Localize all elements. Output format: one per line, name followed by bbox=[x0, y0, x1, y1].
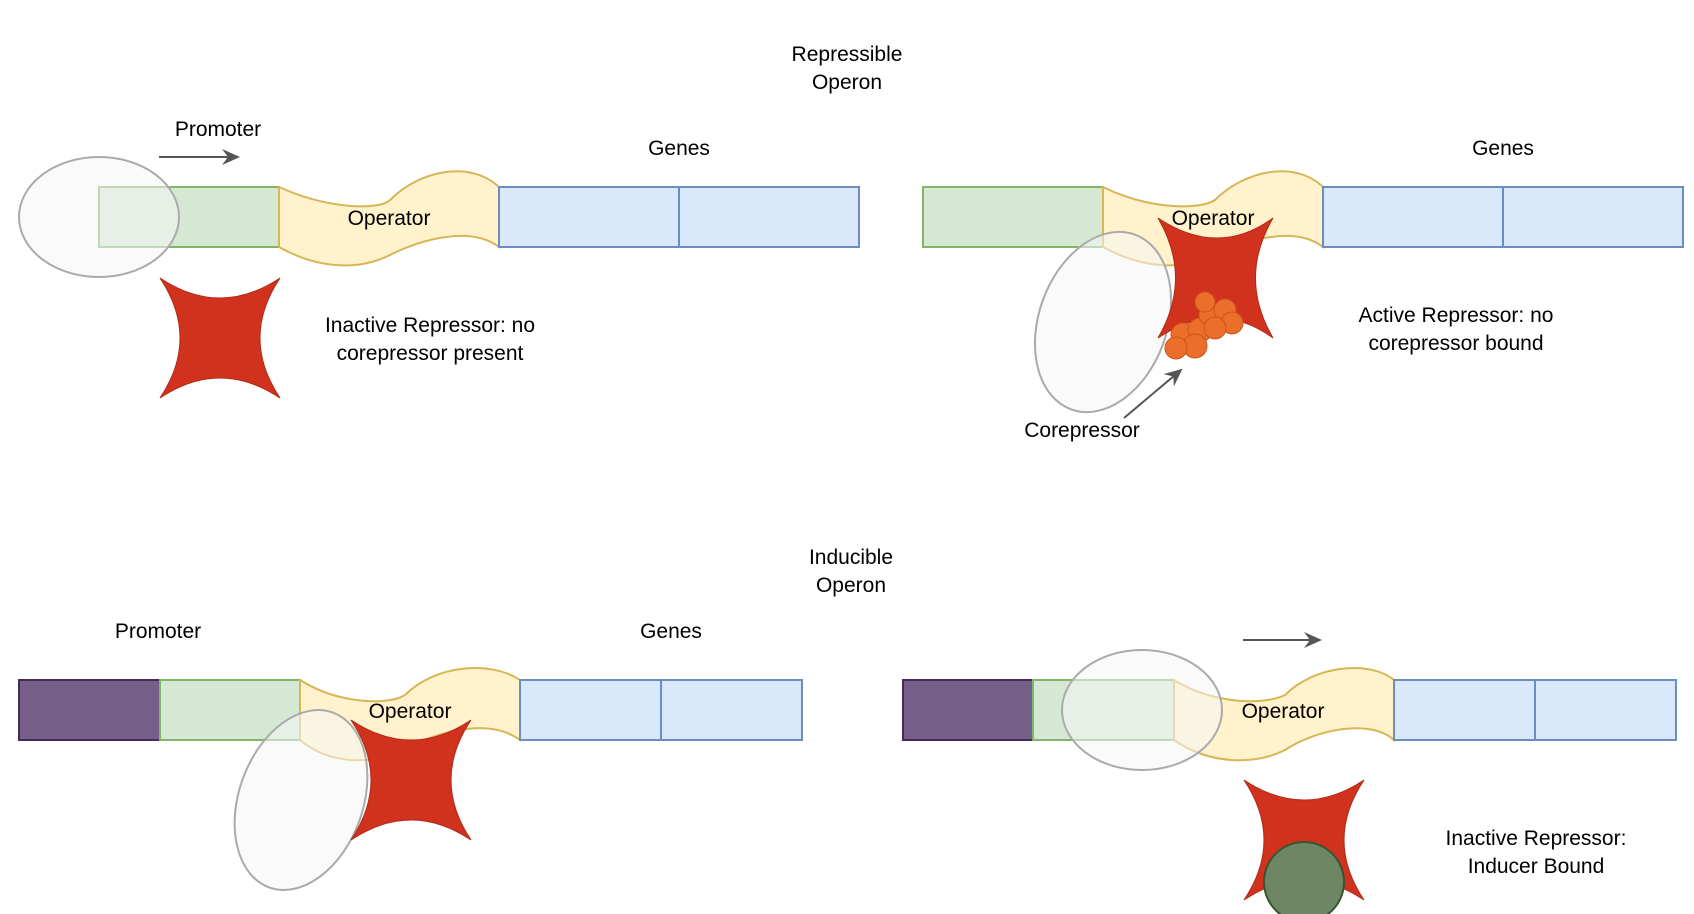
inducible-left-panel: Promoter Genes Operator bbox=[18, 620, 803, 891]
repressor-label-line2: corepressor present bbox=[337, 342, 524, 365]
rna-polymerase bbox=[18, 156, 180, 278]
inducible-title-line2: Operon bbox=[816, 574, 886, 597]
repressor-label-line1: Active Repressor: no bbox=[1359, 304, 1554, 327]
repressor-label-line1: Inactive Repressor: no bbox=[325, 314, 535, 337]
repressor-protein bbox=[159, 277, 281, 399]
rna-polymerase bbox=[233, 709, 369, 891]
corepressor-pointer-arrow-icon bbox=[1123, 368, 1183, 419]
corepressor-molecule bbox=[1164, 291, 1244, 360]
inducer-molecule bbox=[1263, 841, 1345, 914]
repressor-label-line2: Inducer Bound bbox=[1468, 855, 1605, 878]
rna-polymerase bbox=[1033, 230, 1173, 414]
gene-segment bbox=[519, 679, 662, 741]
promoter-segment bbox=[922, 186, 1104, 248]
promoter-label: Promoter bbox=[175, 118, 261, 141]
promoter-label: Promoter bbox=[115, 620, 201, 643]
rna-polymerase bbox=[1061, 649, 1223, 771]
gene-segment bbox=[660, 679, 803, 741]
operator-label: Operator bbox=[348, 207, 431, 230]
repressible-right-panel: Genes Operator Corepressor Active Repres… bbox=[922, 137, 1684, 442]
repressor-protein bbox=[1157, 217, 1274, 339]
regulatory-gene-segment bbox=[18, 679, 161, 741]
operator-label: Operator bbox=[369, 700, 452, 723]
inducible-title-line1: Inducible bbox=[809, 546, 893, 569]
gene-segment bbox=[1322, 186, 1504, 248]
regulatory-gene-segment bbox=[902, 679, 1034, 741]
genes-label: Genes bbox=[640, 620, 702, 643]
operator-label: Operator bbox=[1242, 700, 1325, 723]
inducible-right-panel: Operator Inactive Repressor: Inducer Bou… bbox=[902, 632, 1677, 914]
operator-label: Operator bbox=[1172, 207, 1255, 230]
gene-segment bbox=[1534, 679, 1677, 741]
corepressor-label: Corepressor bbox=[1024, 419, 1140, 442]
repressor-label-line2: corepressor bound bbox=[1368, 332, 1543, 355]
gene-segment bbox=[678, 186, 860, 248]
gene-segment bbox=[498, 186, 680, 248]
repressible-title-line1: Repressible bbox=[792, 43, 903, 66]
genes-label: Genes bbox=[648, 137, 710, 160]
repressor-label-line1: Inactive Repressor: bbox=[1446, 827, 1627, 850]
genes-label: Genes bbox=[1472, 137, 1534, 160]
gene-segment bbox=[1502, 186, 1684, 248]
repressible-left-panel: Promoter Genes Operator Inactive Repress… bbox=[18, 118, 860, 399]
repressor-protein bbox=[350, 719, 472, 841]
repressible-title-line2: Operon bbox=[812, 71, 882, 94]
gene-segment bbox=[1393, 679, 1536, 741]
